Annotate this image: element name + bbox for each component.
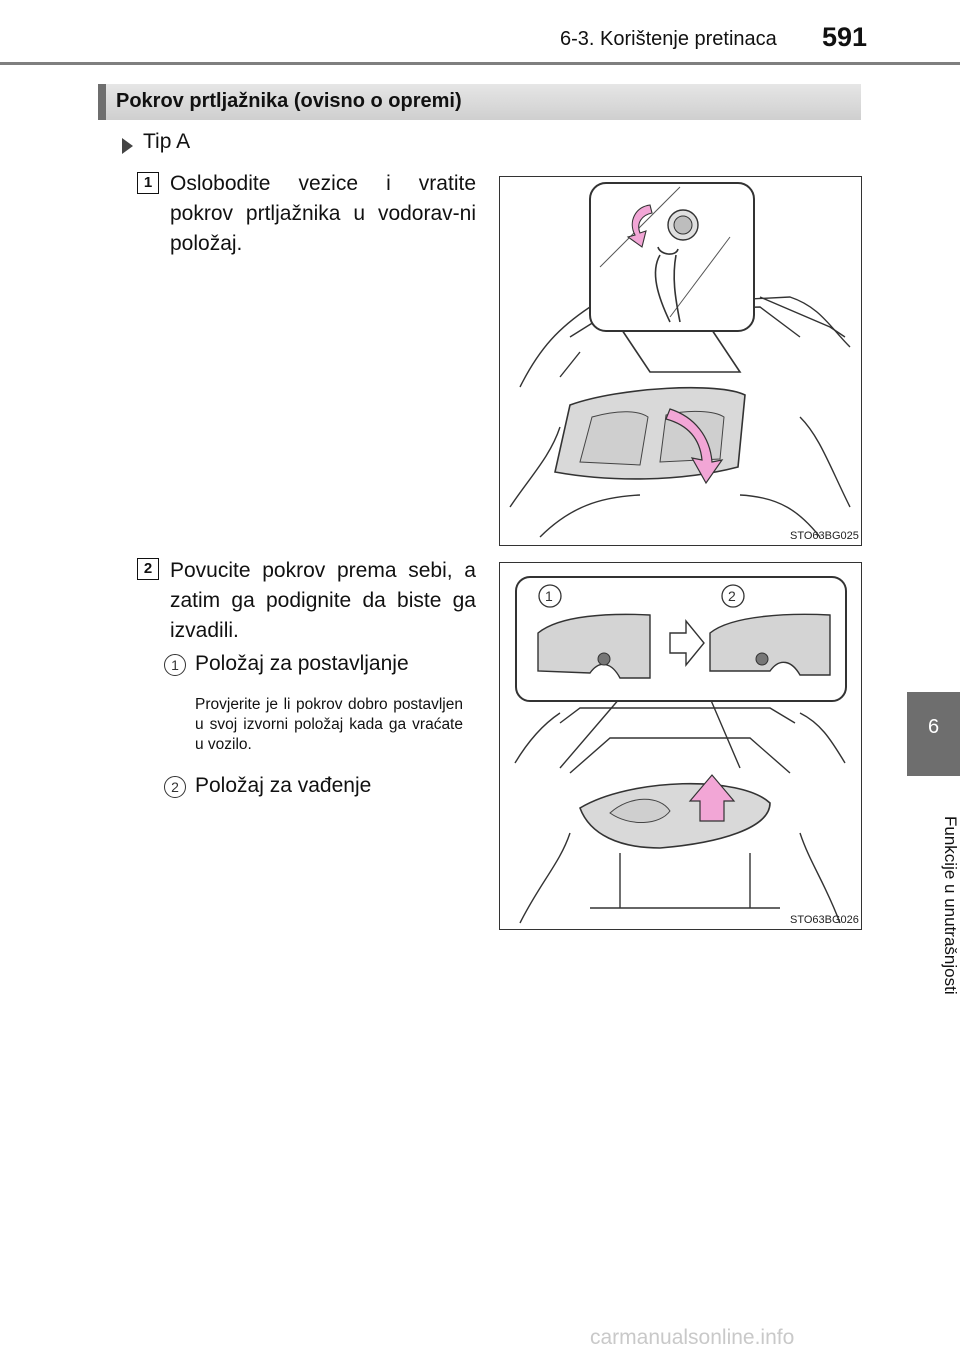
running-header-section: 6-3. Korištenje pretinaca bbox=[560, 28, 777, 50]
position-1-number: 1 bbox=[164, 654, 186, 676]
step-2-badge: 2 bbox=[137, 558, 159, 580]
section-title: Pokrov prtljažnika (ovisno o opremi) bbox=[116, 90, 462, 112]
position-1-label: Položaj za postavljanje bbox=[195, 652, 409, 675]
figure-2-callout-1: 1 bbox=[545, 588, 553, 604]
page-number: 591 bbox=[822, 22, 868, 52]
bullet-triangle-icon bbox=[122, 138, 133, 154]
position-2-label: Položaj za vađenje bbox=[195, 774, 372, 797]
figure-2-code: STO63BG026 bbox=[790, 914, 859, 926]
type-label: Tip A bbox=[143, 130, 191, 153]
chapter-tab bbox=[907, 692, 960, 776]
chapter-tab-label: Funkcije u unutrašnjosti bbox=[941, 815, 960, 995]
figure-1-code: STO63BG025 bbox=[790, 530, 859, 542]
step-1-text: Oslobodite vezice i vratite pokrov prtlj… bbox=[170, 172, 476, 255]
position-1-note: Provjerite je li pokrov dobro postavljen… bbox=[195, 696, 463, 753]
header-rule bbox=[0, 62, 960, 65]
chapter-tab-number: 6 bbox=[927, 716, 940, 738]
section-title-bar bbox=[98, 84, 861, 120]
figure-2: 1 2 bbox=[499, 562, 862, 930]
position-2-number: 2 bbox=[164, 776, 186, 798]
figure-2-callout-2: 2 bbox=[728, 588, 736, 604]
figure-1-illustration bbox=[509, 182, 851, 538]
figure-2-illustration: 1 2 bbox=[514, 576, 847, 924]
step-2-text: Povucite pokrov prema sebi, a zatim ga p… bbox=[170, 559, 476, 642]
figure-1 bbox=[499, 176, 862, 546]
watermark-text: carmanualsonline.info bbox=[590, 1326, 795, 1349]
step-1-badge: 1 bbox=[137, 172, 159, 194]
